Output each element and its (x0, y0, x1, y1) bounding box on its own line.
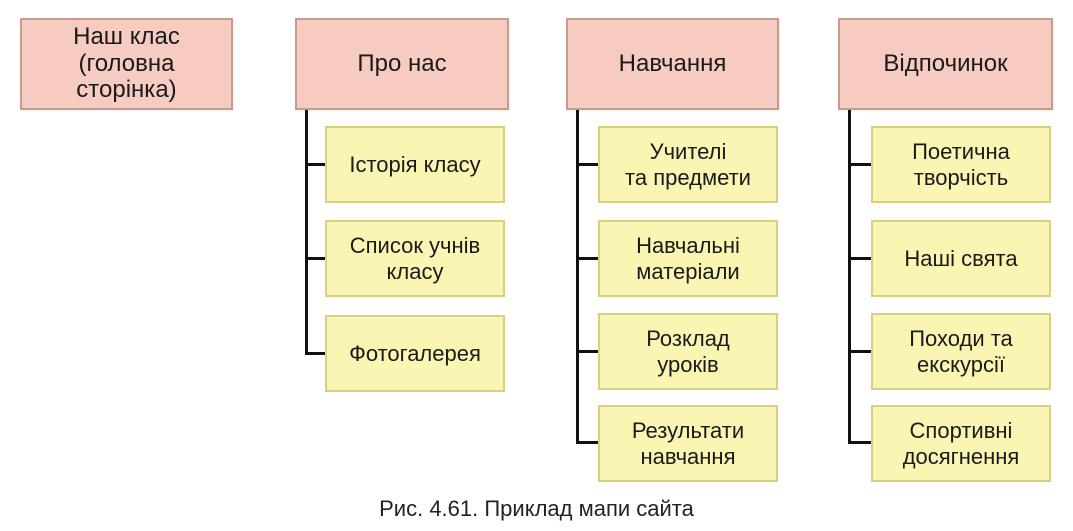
section-learning-connector-4 (576, 441, 598, 444)
section-learning-item-teachers: Учителі та предмети (598, 126, 778, 203)
section-leisure-connector-vertical (848, 110, 851, 444)
home-page-label: Наш клас (головна сторінка) (73, 22, 180, 104)
section-about-connector-1 (305, 163, 325, 166)
section-about-item-history: Історія класу (325, 126, 505, 203)
section-leisure-item-holidays: Наші свята (871, 220, 1051, 297)
item-label: Фотогалерея (349, 340, 481, 366)
home-page-node: Наш клас (головна сторінка) (20, 18, 233, 110)
section-about-title: Про нас (357, 49, 447, 77)
section-learning-connector-2 (576, 257, 598, 260)
section-learning-title: Навчання (618, 49, 727, 77)
section-leisure-node: Відпочинок (838, 18, 1053, 110)
section-leisure-item-sports: Спортивні досягнення (871, 405, 1051, 482)
section-about-connector-3 (305, 352, 325, 355)
section-about-item-gallery: Фотогалерея (325, 315, 505, 392)
section-leisure-title: Відпочинок (883, 49, 1008, 77)
item-label: Список учнів класу (349, 233, 481, 284)
section-leisure-connector-2 (848, 257, 871, 260)
section-leisure-connector-4 (848, 441, 871, 444)
section-learning-connector-vertical (576, 110, 579, 444)
section-leisure-connector-1 (848, 163, 871, 166)
item-label: Навчальні матеріали (636, 233, 740, 284)
figure-caption: Рис. 4.61. Приклад мапи сайта (379, 496, 694, 521)
section-learning-connector-1 (576, 163, 598, 166)
section-about-connector-vertical (305, 110, 308, 355)
item-label: Учителі та предмети (625, 139, 751, 190)
section-learning-connector-3 (576, 350, 598, 353)
item-label: Розклад уроків (646, 326, 730, 377)
section-learning-item-materials: Навчальні матеріали (598, 220, 778, 297)
section-learning-item-results: Результати навчання (598, 405, 778, 482)
item-label: Спортивні досягнення (902, 418, 1020, 469)
item-label: Поетична творчість (912, 139, 1010, 190)
section-learning-node: Навчання (566, 18, 779, 110)
section-leisure-connector-3 (848, 350, 871, 353)
section-learning-item-schedule: Розклад уроків (598, 313, 778, 390)
section-leisure-item-trips: Походи та екскурсії (871, 313, 1051, 390)
section-about-item-students: Список учнів класу (325, 220, 505, 297)
item-label: Походи та екскурсії (909, 326, 1013, 377)
item-label: Результати навчання (631, 418, 745, 469)
item-label: Наші свята (904, 245, 1018, 271)
section-leisure-item-poetry: Поетична творчість (871, 126, 1051, 203)
section-about-node: Про нас (295, 18, 509, 110)
section-about-connector-2 (305, 257, 325, 260)
item-label: Історія класу (349, 151, 481, 177)
